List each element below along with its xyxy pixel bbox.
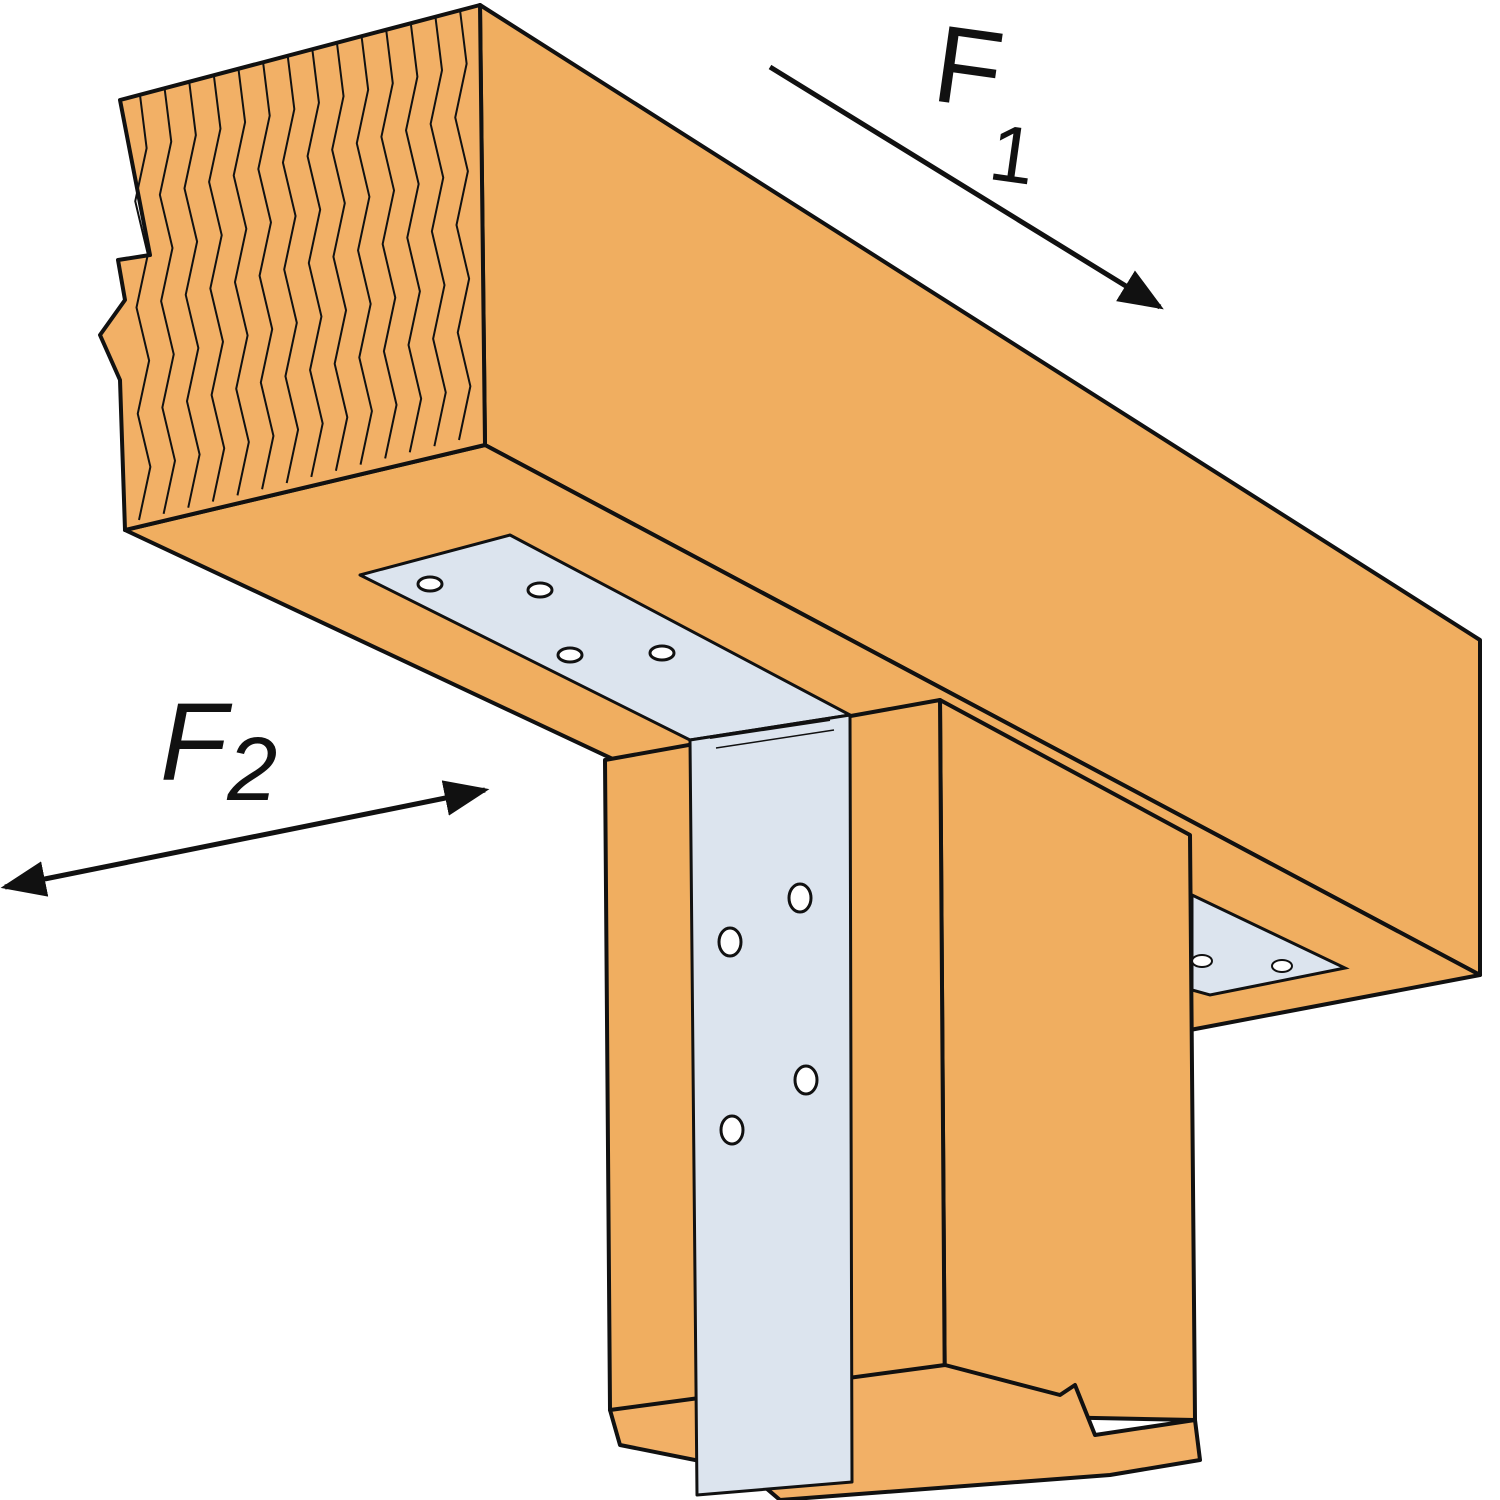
grain-line	[429, 16, 447, 447]
grain-line	[232, 68, 250, 496]
force2-label: F2	[160, 681, 277, 820]
force1-label: F1	[918, 2, 1055, 202]
grain-line	[208, 75, 226, 502]
bracket-holes	[416, 575, 819, 1146]
bracket-vertical-leg	[688, 713, 854, 1497]
grain-line	[454, 9, 472, 441]
grain-line	[306, 49, 324, 478]
grain-line	[331, 42, 349, 471]
grain-line	[355, 36, 373, 465]
grain-line	[380, 29, 398, 459]
angle-bracket	[358, 533, 854, 1497]
grain-line	[281, 55, 300, 484]
bracket-far-holes	[1191, 954, 1293, 973]
beam-grain-lines	[134, 9, 472, 521]
grain-line	[405, 22, 423, 453]
grain-line	[257, 62, 275, 490]
force1-arrow	[768, 64, 1164, 310]
grain-line	[158, 88, 176, 515]
grain-line	[183, 81, 201, 508]
force2-arrow	[0, 780, 490, 897]
grain-line	[134, 94, 152, 521]
